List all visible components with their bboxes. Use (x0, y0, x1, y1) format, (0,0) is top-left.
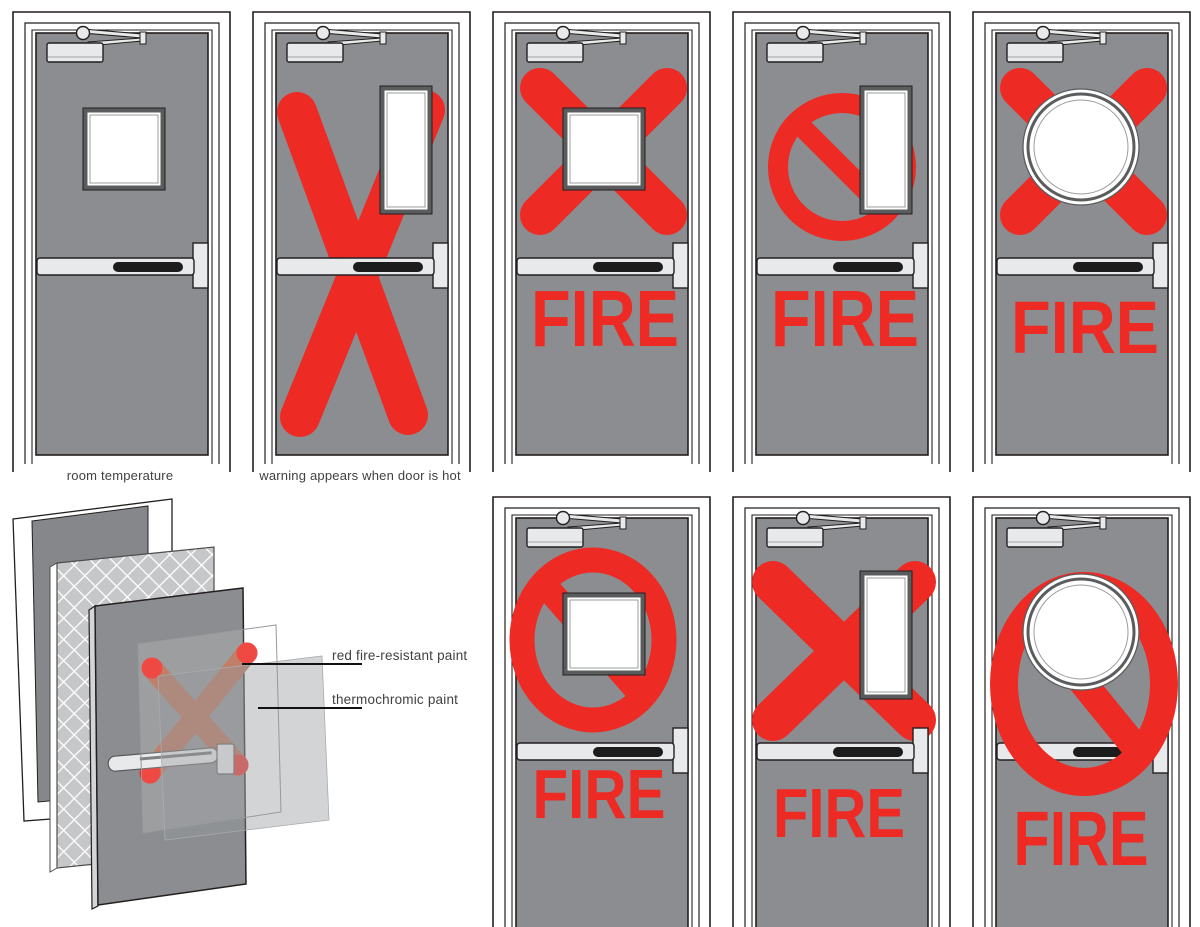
door-fire-ban-round-window: FIRE (960, 490, 1200, 927)
label-red-fire-resistant-paint: red fire-resistant paint (332, 648, 467, 663)
label-thermochromic-paint: thermochromic paint (332, 692, 458, 707)
push-bar-end-plate (432, 242, 449, 289)
push-bar-pad (353, 262, 423, 272)
closer-pivot (1035, 510, 1051, 526)
slit-window (379, 85, 433, 215)
door-closer (1006, 25, 1107, 63)
fire-label: FIRE (1011, 286, 1159, 369)
closer-pivot (315, 25, 331, 41)
door-svg: FIRE (732, 11, 951, 472)
door-fire-ban-square-window: FIRE (480, 490, 720, 927)
panic-push-bar (36, 242, 209, 289)
door-fire-x-square-window: FIRE (480, 0, 720, 490)
exploded-layer-diagram: red fire-resistant paint thermochromic p… (0, 490, 480, 927)
fire-label: FIRE (1014, 796, 1149, 882)
door-closer (1006, 510, 1107, 548)
door-slab (35, 32, 209, 456)
closer-arm-bracket (139, 31, 147, 45)
closer-arm-bracket (619, 31, 627, 45)
fire-label: FIRE (773, 774, 905, 852)
push-bar-end-plate (672, 727, 689, 774)
door-closer (766, 510, 867, 548)
door-svg: FIRE (972, 11, 1191, 472)
exploded-door-panel (88, 587, 258, 910)
slit-window (859, 85, 913, 215)
door-svg (12, 11, 231, 472)
door-svg: FIRE (972, 496, 1191, 927)
closer-arm-bracket (859, 31, 867, 45)
closer-body (526, 42, 584, 63)
door-svg: FIRE (732, 496, 951, 927)
closer-pivot (795, 510, 811, 526)
round-window (1022, 573, 1140, 691)
panic-push-bar (756, 242, 929, 289)
push-bar-pad (833, 262, 903, 272)
closer-pivot (795, 25, 811, 41)
door-closer (286, 25, 387, 63)
door-caption: room temperature (66, 468, 174, 483)
door-svg (252, 11, 471, 472)
push-bar-pad (833, 747, 903, 757)
door-fire-x-slit-window: FIRE (720, 490, 960, 927)
fire-label: FIRE (531, 274, 679, 363)
closer-body (766, 527, 824, 548)
closer-body (1006, 527, 1064, 548)
closer-arm-bracket (1099, 31, 1107, 45)
square-window (82, 107, 166, 191)
door-svg: FIRE (492, 496, 711, 927)
fire-label: FIRE (533, 755, 666, 833)
fire-label: FIRE (771, 274, 919, 363)
closer-pivot (75, 25, 91, 41)
door-closer (526, 510, 627, 548)
push-bar-end-plate (1152, 242, 1169, 289)
push-bar-pad (1073, 262, 1143, 272)
panic-push-bar (516, 242, 689, 289)
closer-body (766, 42, 824, 63)
door-fire-ban-slit-window: FIRE (720, 0, 960, 490)
exploded-clear-sheet (137, 624, 282, 834)
door-room-temperature: room temperature (0, 0, 240, 490)
push-bar-pad (113, 262, 183, 272)
closer-arm-bracket (379, 31, 387, 45)
slit-window (859, 570, 913, 700)
push-bar-end-plate (912, 727, 929, 774)
closer-arm-bracket (1099, 516, 1107, 530)
closer-pivot (555, 510, 571, 526)
door-fire-x-round-window: FIRE (960, 0, 1200, 490)
square-window (562, 592, 646, 676)
push-bar-end-plate (192, 242, 209, 289)
push-bar-pad (593, 747, 663, 757)
panic-push-bar (276, 242, 449, 289)
door-caption: warning appears when door is hot (259, 468, 461, 483)
door-closer (46, 25, 147, 63)
exploded-push-bar-bracket (216, 743, 235, 775)
closer-body (1006, 42, 1064, 63)
closer-pivot (555, 25, 571, 41)
push-bar-pad (593, 262, 663, 272)
exploded-thermochromic-sheet (157, 655, 330, 841)
door-closer (766, 25, 867, 63)
closer-pivot (1035, 25, 1051, 41)
closer-arm-bracket (859, 516, 867, 530)
closer-body (526, 527, 584, 548)
door-hot-warning: warning appears when door is hot (240, 0, 480, 490)
round-window (1022, 88, 1140, 206)
closer-body (46, 42, 104, 63)
panic-push-bar (516, 727, 689, 774)
closer-arm-bracket (619, 516, 627, 530)
closer-body (286, 42, 344, 63)
door-closer (526, 25, 627, 63)
exploded-diagram-svg: red fire-resistant paint thermochromic p… (12, 498, 467, 910)
door-svg: FIRE (492, 11, 711, 472)
panic-push-bar (756, 727, 929, 774)
panic-push-bar (996, 242, 1169, 289)
square-window (562, 107, 646, 191)
